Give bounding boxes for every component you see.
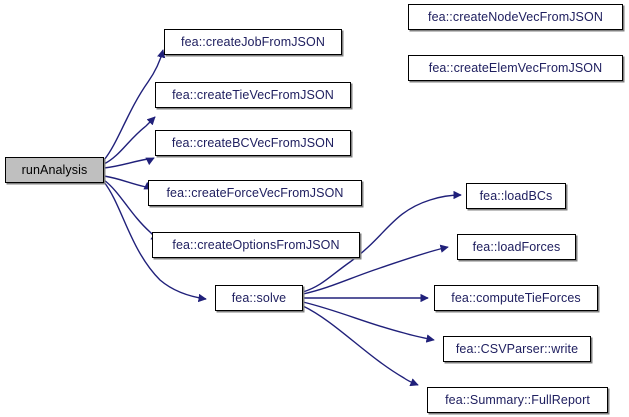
node-label: fea::createTieVecFromJSON (172, 87, 334, 102)
node-label: fea::loadBCs (479, 188, 553, 203)
node-label: fea::CSVParser::write (455, 341, 579, 356)
node-label: fea::computeTieForces (451, 290, 581, 305)
call-edge-runAnalysis-to-createBCVecFromJSON (103, 157, 155, 169)
call-edge-solve-to-SummaryFullReport (302, 305, 419, 387)
node-SummaryFullReport[interactable]: fea::Summary::FullReport (427, 387, 608, 413)
node-label: fea::createOptionsFromJSON (172, 237, 340, 252)
call-edge-runAnalysis-to-createTieVecFromJSON (103, 116, 156, 165)
node-CSVParserWrite[interactable]: fea::CSVParser::write (443, 336, 591, 362)
node-createOptionsFromJSON[interactable]: fea::createOptionsFromJSON (152, 232, 360, 258)
node-label: fea::createBCVecFromJSON (171, 135, 335, 150)
node-label: fea::createJobFromJSON (181, 34, 325, 49)
node-label: fea::createNodeVecFromJSON (428, 9, 603, 24)
node-createTieVecFromJSON[interactable]: fea::createTieVecFromJSON (155, 82, 351, 108)
node-loadBCs[interactable]: fea::loadBCs (466, 183, 566, 209)
node-computeTieForces[interactable]: fea::computeTieForces (434, 285, 598, 311)
node-createJobFromJSON[interactable]: fea::createJobFromJSON (164, 29, 342, 55)
call-edge-solve-to-CSVParserWrite (302, 301, 435, 343)
node-label: fea::loadForces (472, 239, 561, 254)
node-label: fea::Summary::FullReport (445, 392, 590, 407)
node-label: fea::solve (231, 290, 287, 305)
node-solve[interactable]: fea::solve (215, 285, 303, 311)
node-createForceVecFromJSON[interactable]: fea::createForceVecFromJSON (148, 180, 362, 206)
node-label: runAnalysis (21, 162, 88, 177)
call-edge-runAnalysis-to-createForceVecFromJSON (103, 175, 153, 190)
node-createElemVecFromJSON[interactable]: fea::createElemVecFromJSON (408, 55, 623, 81)
node-label: fea::createForceVecFromJSON (166, 185, 344, 200)
node-runAnalysis[interactable]: runAnalysis (5, 157, 104, 183)
node-label: fea::createElemVecFromJSON (428, 60, 603, 75)
node-loadForces[interactable]: fea::loadForces (457, 234, 576, 260)
node-createNodeVecFromJSON[interactable]: fea::createNodeVecFromJSON (408, 4, 623, 30)
node-createBCVecFromJSON[interactable]: fea::createBCVecFromJSON (155, 130, 351, 156)
